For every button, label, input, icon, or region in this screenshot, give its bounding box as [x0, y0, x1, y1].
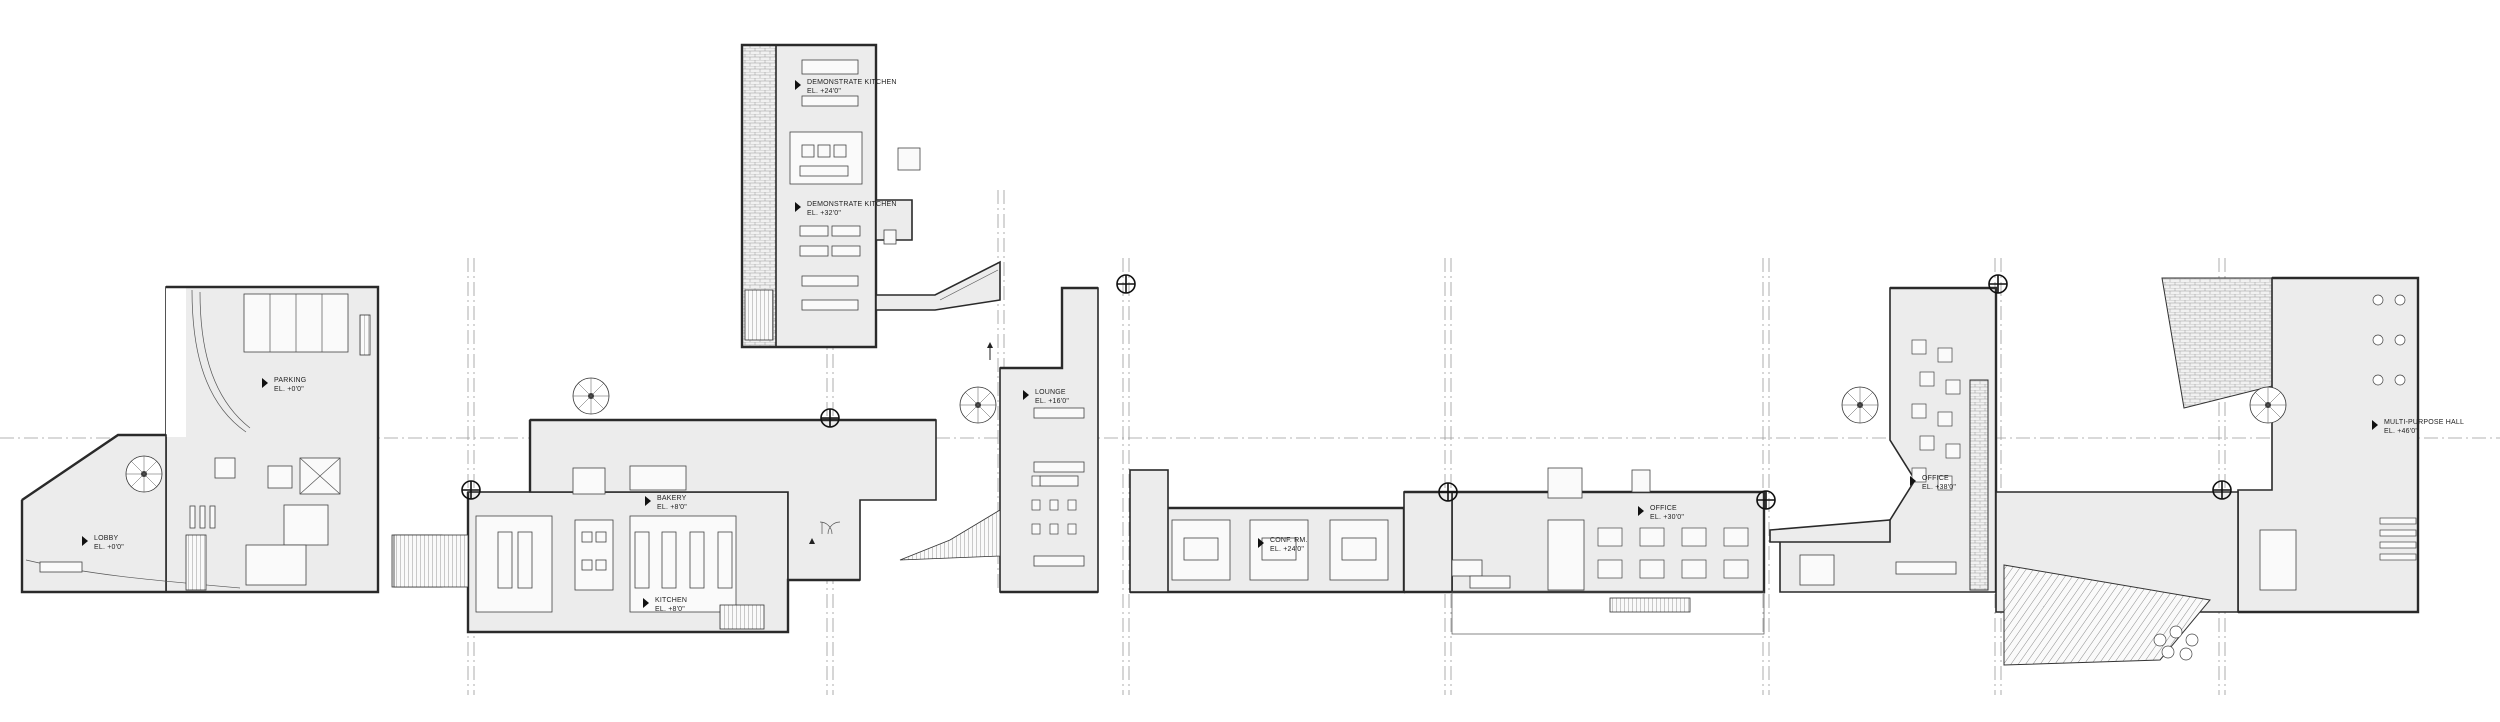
room-elevation: EL. +30'0" — [1650, 514, 1684, 521]
room-elevation: EL. +0'0" — [274, 386, 304, 393]
room-tag-conference: CONF. RM. EL. +24'0" — [1258, 537, 1308, 553]
spiral-stair-icon — [2249, 386, 2287, 424]
room-elevation: EL. +8'0" — [655, 606, 685, 613]
room-tag-demonstrate-kitchen-1: DEMONSTRATE KITCHEN EL. +24'0" — [795, 79, 897, 95]
section-marker-icon — [1988, 274, 2008, 294]
room-tag-icon — [82, 536, 88, 546]
room-tag-icon — [643, 598, 649, 608]
spiral-stair-icon — [125, 455, 163, 493]
room-tag-kitchen: KITCHEN EL. +8'0" — [643, 597, 687, 613]
block-lobby-parking — [20, 285, 443, 594]
room-name: PARKING — [274, 377, 306, 384]
room-tag-icon — [645, 496, 651, 506]
block-demonstrate-kitchen — [740, 43, 1001, 349]
room-name: MULTI-PURPOSE HALL — [2384, 419, 2464, 426]
spiral-stair-icon — [572, 377, 610, 415]
section-marker-icon — [2212, 480, 2232, 500]
room-tag-icon — [2372, 420, 2378, 430]
room-name: CONF. RM. — [1270, 537, 1308, 544]
room-tag-icon — [1910, 476, 1916, 486]
room-elevation: EL. +38'0" — [1922, 484, 1956, 491]
room-name: LOUNGE — [1035, 389, 1066, 396]
room-tag-office-2: OFFICE EL. +38'0" — [1910, 475, 1956, 491]
room-elevation: EL. +32'0" — [807, 210, 841, 217]
spiral-stair-icon — [959, 386, 997, 424]
section-marker-icon — [1438, 482, 1458, 502]
spiral-stair-icon — [1841, 386, 1879, 424]
section-markers — [461, 274, 2232, 510]
room-tag-icon — [1023, 390, 1029, 400]
room-elevation: EL. +24'0" — [807, 88, 841, 95]
room-tag-icon — [262, 378, 268, 388]
room-elevation: EL. +0'0" — [94, 544, 124, 551]
room-tag-icon — [795, 202, 801, 212]
room-tag-lounge: LOUNGE EL. +16'0" — [1023, 389, 1069, 405]
room-elevation: EL. +16'0" — [1035, 398, 1069, 405]
room-name: OFFICE — [1922, 475, 1949, 482]
room-tag-demonstrate-kitchen-2: DEMONSTRATE KITCHEN EL. +32'0" — [795, 201, 897, 217]
room-name: OFFICE — [1650, 505, 1677, 512]
room-name: DEMONSTRATE KITCHEN — [807, 79, 897, 86]
section-marker-icon — [820, 408, 840, 428]
room-tag-office-1: OFFICE EL. +30'0" — [1638, 505, 1684, 521]
room-elevation: EL. +8'0" — [657, 504, 687, 511]
block-office-2 — [1769, 286, 1998, 593]
room-elevation: EL. +46'0" — [2384, 428, 2418, 435]
room-tag-lobby: LOBBY EL. +0'0" — [82, 535, 124, 551]
room-tag-icon — [1638, 506, 1644, 516]
room-name: BAKERY — [657, 495, 687, 502]
room-name: DEMONSTRATE KITCHEN — [807, 201, 897, 208]
section-marker-icon — [461, 480, 481, 500]
block-multipurpose-hall — [1995, 276, 2420, 666]
room-name: LOBBY — [94, 535, 118, 542]
room-tag-multipurpose-hall: MULTI-PURPOSE HALL EL. +46'0" — [2372, 419, 2464, 435]
room-elevation: EL. +24'0" — [1270, 546, 1304, 553]
room-tag-bakery: BAKERY EL. +8'0" — [645, 495, 687, 511]
north-arrow-icon — [809, 538, 815, 544]
room-tag-parking: PARKING EL. +0'0" — [262, 377, 306, 393]
room-name: KITCHEN — [655, 597, 687, 604]
block-lounge — [899, 286, 1099, 594]
block-office-1 — [1403, 467, 1766, 635]
block-bakery-kitchen — [393, 377, 997, 634]
room-tag-icon — [1258, 538, 1264, 548]
section-marker-icon — [1756, 490, 1776, 510]
section-marker-icon — [1116, 274, 1136, 294]
room-tag-icon — [795, 80, 801, 90]
block-conference — [1129, 469, 1406, 594]
